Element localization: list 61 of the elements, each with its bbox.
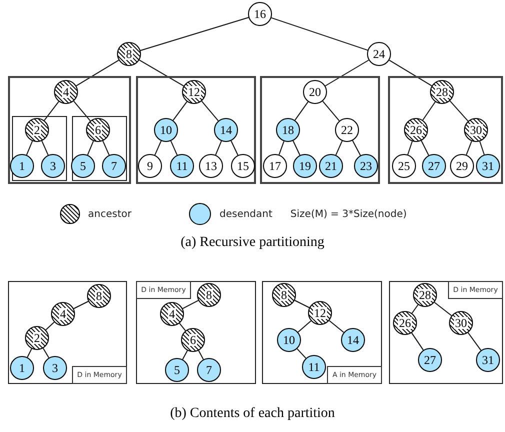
caption: (a) Recursive partitioning	[180, 234, 326, 252]
tree-edge	[42, 348, 50, 358]
tree-edge	[420, 140, 430, 156]
partition-box	[260, 76, 380, 184]
tree-edge	[479, 140, 485, 156]
tree-edge	[182, 300, 199, 310]
caption: (b) Contents of each partition	[169, 405, 336, 423]
tree-edge	[41, 140, 49, 156]
tree-edge	[215, 140, 222, 156]
partition-box	[136, 76, 256, 184]
tree-edge	[322, 100, 340, 122]
partition-box	[8, 281, 127, 384]
tree-edge	[138, 60, 184, 86]
tree-edge	[172, 101, 188, 121]
size-note: Size(M) = 3*Size(node)	[290, 208, 407, 222]
tree-edge	[102, 140, 110, 156]
tree-edge	[450, 100, 468, 122]
tree-edge	[292, 140, 300, 156]
tree-edge	[26, 140, 33, 156]
tree-edge	[328, 320, 344, 333]
partition-box	[8, 76, 131, 184]
tree-edge	[230, 140, 238, 156]
tree-edge	[76, 60, 120, 86]
tree-edge	[468, 332, 482, 351]
tree-edge	[45, 322, 55, 330]
tree-edge	[407, 140, 413, 156]
partition-box	[72, 116, 127, 181]
tree-edge	[270, 17, 368, 51]
tree-edge	[335, 140, 343, 156]
partition-box	[12, 116, 67, 181]
tree-edge	[154, 140, 162, 156]
tree-edge	[422, 101, 436, 121]
tree-edge	[201, 100, 219, 122]
legend-label: desendant	[219, 208, 272, 222]
tree-edge	[298, 320, 312, 333]
tree-edge	[466, 140, 472, 156]
tree-edge	[140, 17, 250, 51]
tree-edge	[294, 101, 309, 121]
tree-edge	[388, 60, 432, 86]
partition-box	[389, 281, 503, 384]
partition-box	[262, 281, 382, 384]
tree-edge	[179, 322, 186, 332]
tree-edge	[44, 101, 60, 121]
tree-edge	[87, 140, 94, 156]
tree-edge	[294, 300, 310, 308]
tree-edge	[434, 302, 452, 316]
tree-edge	[278, 140, 284, 156]
tree-edge	[296, 348, 306, 359]
tree-edge	[411, 332, 424, 351]
tree-edge	[182, 350, 188, 360]
tree-edge	[73, 100, 91, 122]
tree-edge	[324, 60, 370, 86]
tree-edge	[170, 140, 178, 156]
partition-box	[388, 76, 503, 184]
legend-label: ancestor	[88, 208, 132, 222]
tree-edge	[198, 350, 204, 360]
tree-edge	[411, 304, 419, 314]
tree-edge	[26, 348, 32, 358]
partition-box	[136, 281, 256, 384]
tree-edge	[73, 300, 89, 310]
tree-edge	[352, 140, 361, 156]
